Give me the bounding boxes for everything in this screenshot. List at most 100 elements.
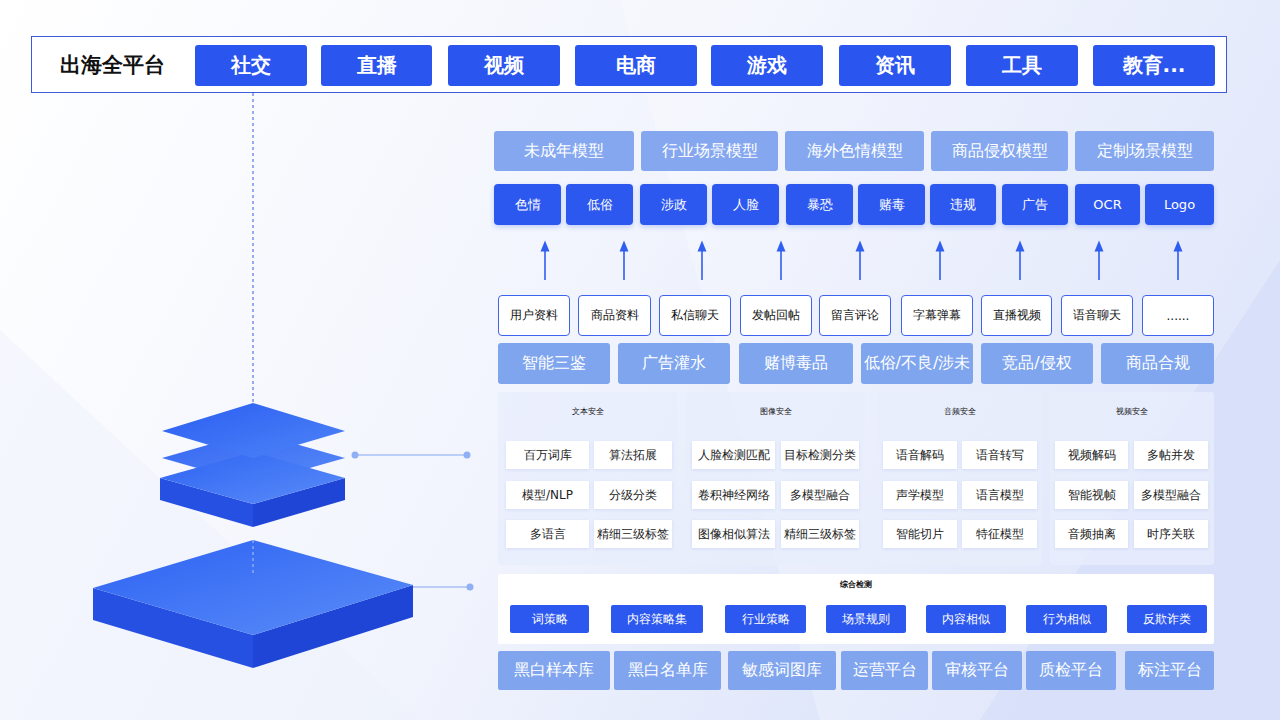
box-label: 发帖回帖 xyxy=(752,307,800,324)
capability-box: 算法拓展 xyxy=(594,441,672,469)
box-label: 百万词库 xyxy=(524,447,572,464)
foundation-box: 质检平台 xyxy=(1026,651,1116,690)
flow-arrow xyxy=(1019,246,1021,280)
box-label: OCR xyxy=(1093,197,1121,212)
box-label: 分级分类 xyxy=(609,487,657,504)
box-label: 图像相似算法 xyxy=(698,526,770,543)
box-label: 多语言 xyxy=(530,526,566,543)
security-panel: 视频安全视频解码多帖并发智能视帧多模型融合音频抽离时序关联 xyxy=(1050,392,1214,565)
box-label: 内容策略集 xyxy=(627,611,687,628)
capability-box: 时序关联 xyxy=(1134,520,1208,548)
box-label: 定制场景模型 xyxy=(1097,141,1193,162)
platform-box: 直播 xyxy=(321,45,432,86)
dashed-guide xyxy=(253,540,254,575)
strategy-box: 行为相似 xyxy=(1026,605,1107,633)
box-label: 场景规则 xyxy=(842,611,890,628)
box-label: Logo xyxy=(1164,197,1195,212)
panel-heading: 出海全平台 xyxy=(60,51,165,79)
security-panel: 图像安全人脸检测匹配目标检测分类卷积神经网络多模型融合图像相似算法精细三级标签 xyxy=(686,392,865,565)
box-label: 目标检测分类 xyxy=(784,447,856,464)
box-label: 审核平台 xyxy=(945,660,1009,681)
model-box: 未成年模型 xyxy=(494,131,634,171)
category-box: 违规 xyxy=(930,184,996,225)
capability-box: 百万词库 xyxy=(506,441,589,469)
source-box: ...... xyxy=(1142,295,1214,336)
panel-heading: 综合检测 xyxy=(498,579,1214,590)
box-label: 资讯 xyxy=(875,52,915,79)
box-label: 特征模型 xyxy=(976,526,1024,543)
combined-panel: 综合检测词策略内容策略集行业策略场景规则内容相似行为相似反欺诈类 xyxy=(498,574,1214,644)
capability-box: 多模型融合 xyxy=(781,481,859,509)
box-label: 质检平台 xyxy=(1039,660,1103,681)
category-box: Logo xyxy=(1145,184,1214,225)
strategy-box: 行业策略 xyxy=(725,605,806,633)
platform-box: 视频 xyxy=(448,45,560,86)
flow-arrow xyxy=(623,246,625,280)
security-panel: 文本安全百万词库算法拓展模型/NLP分级分类多语言精细三级标签 xyxy=(498,392,677,565)
category-box: 赌毒 xyxy=(858,184,925,225)
box-label: 电商 xyxy=(616,52,656,79)
risk-box: 赌博毒品 xyxy=(739,343,853,384)
box-label: 音频抽离 xyxy=(1068,526,1116,543)
capability-box: 特征模型 xyxy=(962,520,1037,548)
box-label: 行业场景模型 xyxy=(662,141,758,162)
box-label: 未成年模型 xyxy=(524,141,604,162)
box-label: 直播 xyxy=(357,52,397,79)
flow-arrow xyxy=(544,246,546,280)
platform-bar: 出海全平台 社交 直播 视频 电商 游戏 资讯 工具 教育... xyxy=(31,36,1227,93)
panel-heading: 图像安全 xyxy=(686,406,865,417)
capability-box: 多帖并发 xyxy=(1134,441,1208,469)
box-label: 运营平台 xyxy=(853,660,917,681)
box-label: 工具 xyxy=(1002,52,1042,79)
source-box: 私信聊天 xyxy=(659,295,731,336)
box-label: 模型/NLP xyxy=(522,487,573,504)
flow-arrow xyxy=(939,246,941,280)
box-label: 内容相似 xyxy=(942,611,990,628)
box-label: 行业策略 xyxy=(742,611,790,628)
leader-dot xyxy=(467,584,474,591)
capability-box: 智能视帧 xyxy=(1055,481,1128,509)
box-label: 多模型融合 xyxy=(1141,487,1201,504)
source-box: 用户资料 xyxy=(498,295,570,336)
platform-box: 游戏 xyxy=(711,45,823,86)
background-shape xyxy=(0,330,420,720)
box-label: 算法拓展 xyxy=(609,447,657,464)
box-label: 黑白样本库 xyxy=(514,660,594,681)
box-label: 时序关联 xyxy=(1147,526,1195,543)
capability-box: 人脸检测匹配 xyxy=(692,441,775,469)
capability-box: 语言模型 xyxy=(962,481,1037,509)
box-label: 海外色情模型 xyxy=(807,141,903,162)
category-box: OCR xyxy=(1075,184,1140,225)
category-box: 广告 xyxy=(1002,184,1068,225)
leader-line xyxy=(355,454,467,456)
box-label: 人脸 xyxy=(733,196,759,214)
flow-arrows xyxy=(545,246,1178,280)
risk-box: 商品合规 xyxy=(1101,343,1214,384)
box-label: 声学模型 xyxy=(896,487,944,504)
model-box: 海外色情模型 xyxy=(785,131,924,171)
box-label: 暴恐 xyxy=(807,196,833,214)
capability-box: 语音转写 xyxy=(962,441,1037,469)
foundation-box: 黑白名单库 xyxy=(614,651,721,690)
box-label: 游戏 xyxy=(747,52,787,79)
category-box: 涉政 xyxy=(640,184,707,225)
box-label: 卷积神经网络 xyxy=(698,487,770,504)
model-box: 商品侵权模型 xyxy=(931,131,1068,171)
box-label: 社交 xyxy=(231,52,271,79)
flow-arrow xyxy=(701,246,703,280)
box-label: 黑白名单库 xyxy=(628,660,708,681)
box-label: 私信聊天 xyxy=(671,307,719,324)
source-box: 字幕弹幕 xyxy=(901,295,973,336)
box-label: 反欺诈类 xyxy=(1143,611,1191,628)
box-label: 赌博毒品 xyxy=(764,353,828,374)
source-box: 发帖回帖 xyxy=(740,295,812,336)
box-label: 教育... xyxy=(1123,52,1186,79)
platform-box: 资讯 xyxy=(839,45,951,86)
flow-arrow xyxy=(1098,246,1100,280)
risk-box: 竞品/侵权 xyxy=(981,343,1093,384)
box-label: 直播视频 xyxy=(993,307,1041,324)
box-label: 字幕弹幕 xyxy=(913,307,961,324)
dashed-guide xyxy=(253,93,254,403)
box-label: 竞品/侵权 xyxy=(1002,353,1071,374)
